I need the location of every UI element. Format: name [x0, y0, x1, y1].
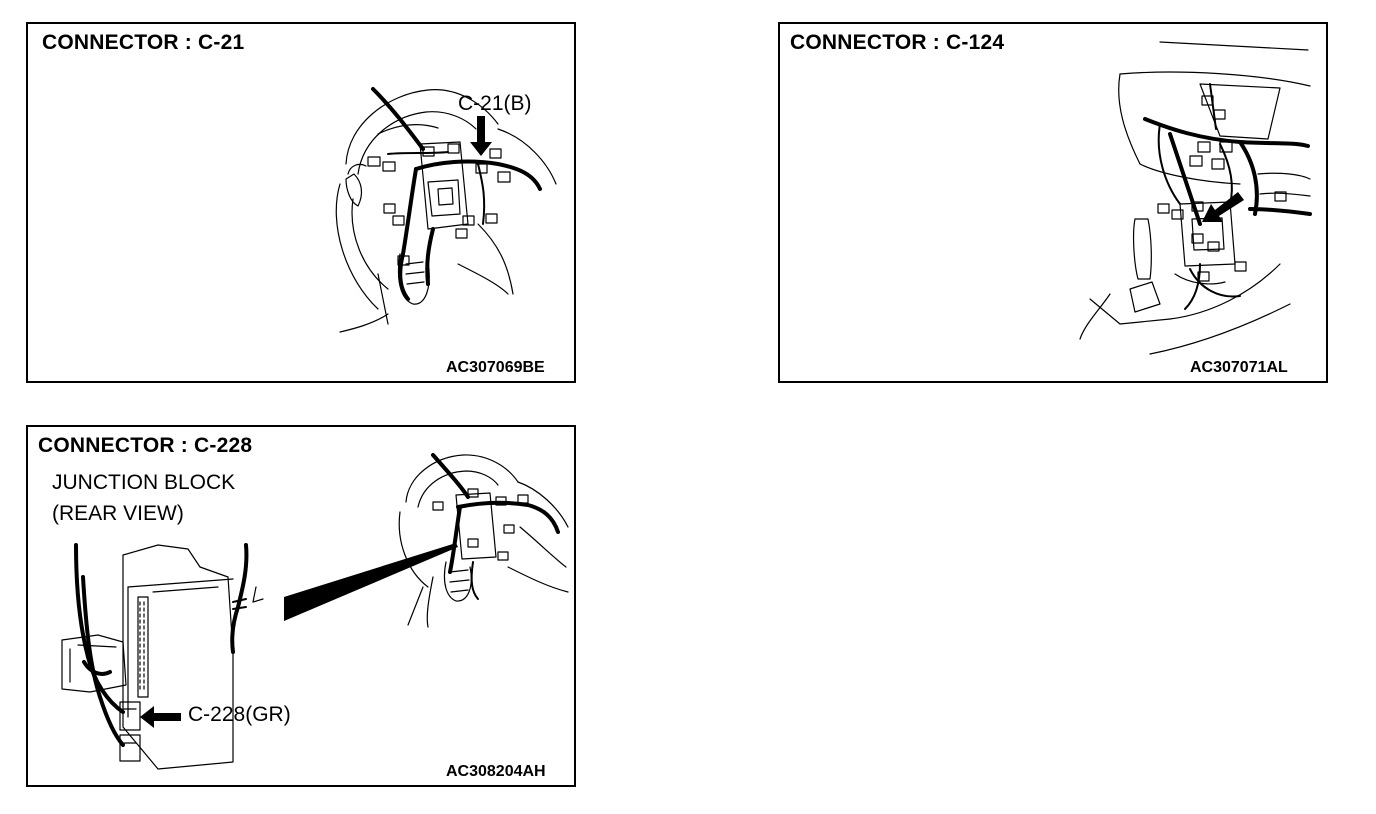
junction-block-illustration	[61, 453, 569, 770]
rear-view-label: (REAR VIEW)	[52, 502, 184, 525]
steering-column-harness-illustration	[335, 87, 557, 333]
panel-title: CONNECTOR : C-124	[790, 31, 1005, 54]
figure-code: AC307069BE	[446, 359, 545, 376]
connector-callout-label: C-21(B)	[458, 92, 532, 115]
panel-title: CONNECTOR : C-21	[42, 31, 245, 54]
panel-connector-c228: CONNECTOR : C-228 JUNCTION BLOCK (REAR V…	[26, 425, 576, 787]
center-console-harness-illustration	[1079, 41, 1312, 355]
panel-connector-c21: CONNECTOR : C-21	[26, 22, 576, 383]
junction-block-label: JUNCTION BLOCK	[52, 471, 236, 494]
panel-title: CONNECTOR : C-228	[38, 434, 253, 457]
figure-code: AC307071AL	[1190, 359, 1288, 376]
panel-connector-c124: CONNECTOR : C-124	[778, 22, 1328, 383]
connector-callout-label: C-228(GR)	[188, 703, 291, 726]
figure-code: AC308204AH	[446, 763, 546, 780]
